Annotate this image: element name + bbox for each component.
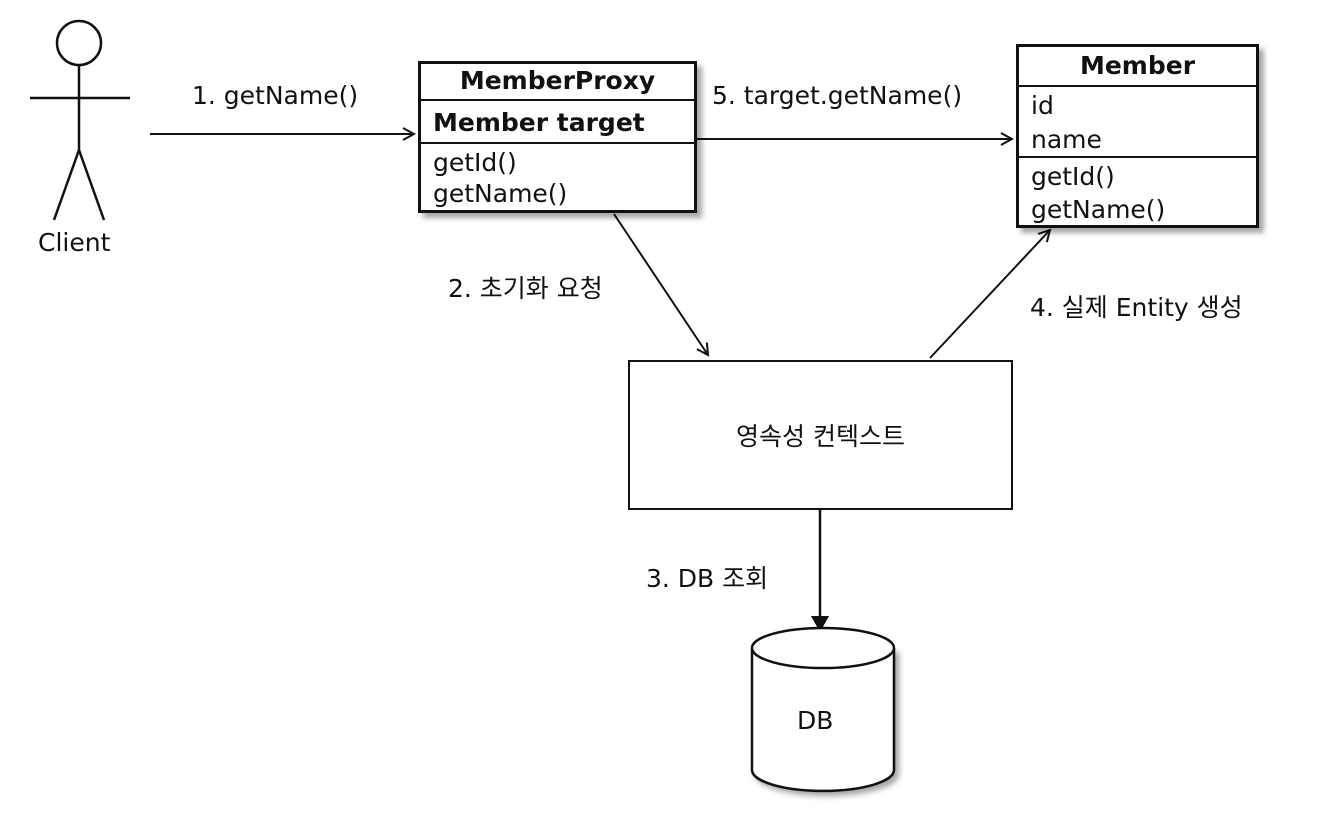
member-method-getid: getId(): [1031, 162, 1115, 191]
member-method-getname: getName(): [1031, 195, 1166, 224]
arrow-create-entity: [929, 230, 1050, 359]
step-3-label: 3. DB 조회: [646, 564, 769, 593]
persistence-context-label: 영속성 컨텍스트: [736, 422, 905, 451]
persistence-context-box: 영속성 컨텍스트: [628, 360, 1013, 510]
divider: [421, 142, 694, 144]
step-4-label: 4. 실제 Entity 생성: [1030, 293, 1243, 322]
memberproxy-method-getid: getId(): [433, 148, 517, 177]
db-cylinder-icon: [750, 626, 896, 793]
memberproxy-target-field: Member target: [433, 108, 645, 137]
client-actor-icon: [30, 19, 130, 221]
step-5-label: 5. target.getName(): [712, 81, 963, 110]
member-field-name: name: [1031, 125, 1102, 154]
step-2-label: 2. 초기화 요청: [448, 274, 603, 303]
memberproxy-method-getname: getName(): [433, 179, 568, 208]
client-label: Client: [38, 228, 111, 257]
arrow-init-request: [613, 213, 708, 355]
member-field-id: id: [1031, 91, 1054, 120]
memberproxy-class-title: MemberProxy: [459, 66, 656, 95]
divider: [421, 99, 694, 101]
db-label: DB: [797, 706, 834, 735]
member-class-box: Member id name getId() getName(): [1016, 44, 1259, 228]
step-1-label: 1. getName(): [192, 81, 359, 110]
member-class-title: Member: [1079, 51, 1196, 80]
divider: [1019, 85, 1256, 87]
divider: [1019, 156, 1256, 158]
memberproxy-class-box: MemberProxy Member target getId() getNam…: [418, 61, 697, 213]
